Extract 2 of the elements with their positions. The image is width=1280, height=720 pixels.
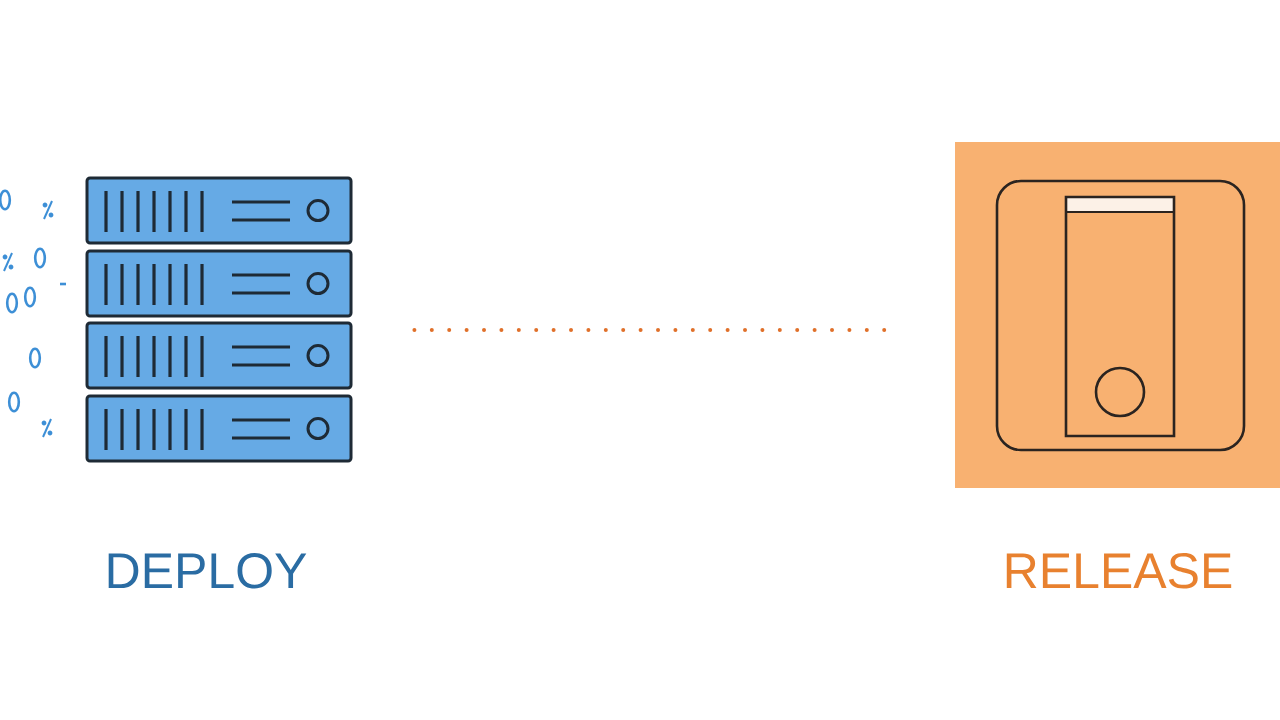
node-label: RELEASE [1006, 553, 1232, 589]
node-label: DEPLOY [108, 553, 307, 589]
